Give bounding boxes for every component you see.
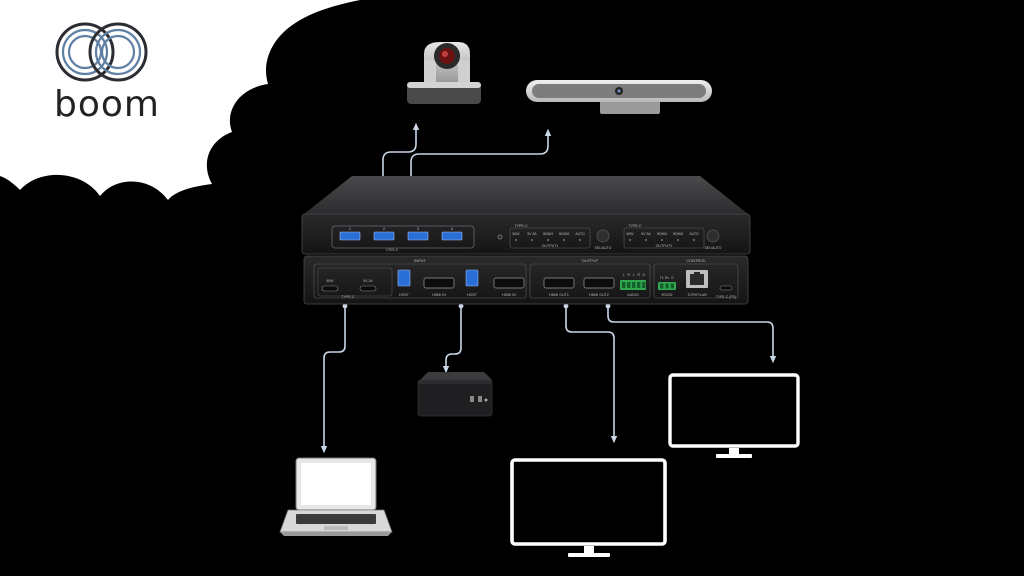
usb-section-label: USB-A xyxy=(386,247,399,252)
output2-led-label: HDMI2 xyxy=(673,232,684,236)
output1-led-label: HDMI2 xyxy=(559,232,570,236)
brand-wordmark: boom xyxy=(54,84,160,125)
output1-label: OUTPUT1 xyxy=(542,244,559,248)
rs232-pin-label: G xyxy=(671,276,674,280)
usb-port-number: 2 xyxy=(383,226,386,231)
cable-typec-laptop xyxy=(320,306,346,454)
output1-typec-group: TYPE-C xyxy=(514,224,528,228)
audio-pin-label: R xyxy=(637,273,640,277)
audio-pin-label: G xyxy=(642,273,645,277)
output-section-label: OUTPUT xyxy=(582,258,599,263)
output1-led-label: 60W xyxy=(513,232,521,236)
rs232-pin-label: Tx xyxy=(660,276,664,280)
cable-hdmiout1-display1 xyxy=(565,306,618,444)
rs232-port-label: RS232 xyxy=(662,293,673,297)
hdmi-out1-port-label: HDMI OUT1 xyxy=(549,293,569,297)
boom-logo-icon xyxy=(55,22,148,82)
usb-port-number: 4 xyxy=(451,226,454,231)
switch-front-unit: USB-A 1 2 3 4 TYPE-C 60W 5V 3A HDMI1 HDM… xyxy=(301,176,751,255)
usb-port-number: 1 xyxy=(349,226,352,231)
laptop xyxy=(279,457,393,536)
lan-port[interactable] xyxy=(686,270,708,288)
typec-port[interactable] xyxy=(359,285,377,292)
typec-port[interactable] xyxy=(321,285,339,292)
usb-host2-port[interactable] xyxy=(465,269,479,287)
power-typec-port[interactable] xyxy=(719,285,733,291)
video-bar xyxy=(526,80,712,114)
output1-led-label: HDMI1 xyxy=(543,232,554,236)
display-2 xyxy=(668,373,800,458)
hdmi-in2-port[interactable] xyxy=(493,277,525,289)
host1-port-label: HOST xyxy=(399,293,410,297)
output1-led-label: 5V 3A xyxy=(527,232,537,236)
output1-select-label: SEL/AUTO xyxy=(595,246,612,250)
output2-select-button[interactable] xyxy=(706,229,720,243)
typec-led-label: 60W xyxy=(327,279,335,283)
switch-rear-unit: INPUT OUTPUT CONTROL 60W 5V 3A TYPE-C HO… xyxy=(303,255,749,305)
lan-port-label: TCP/IP/LAN xyxy=(687,293,707,297)
cable-usb2-videobar xyxy=(410,128,552,210)
cable-host-minipc xyxy=(442,306,462,374)
hdmi-in2-port-label: HDMI IN xyxy=(502,293,516,297)
hdmi-in1-port-label: HDMI IN xyxy=(432,293,446,297)
cable-lines xyxy=(320,122,777,454)
mini-pc xyxy=(417,372,493,417)
cable-hdmiout2-display2 xyxy=(607,306,777,364)
rs232-pin-label: Rx xyxy=(665,276,669,280)
usb-port-group xyxy=(339,231,463,241)
output2-led-dots xyxy=(629,239,695,241)
hdmi-in1-port[interactable] xyxy=(423,277,455,289)
output2-select-label: SEL/AUTO xyxy=(705,246,722,250)
rs232-terminal-block[interactable] xyxy=(658,282,676,290)
usb-port-number: 3 xyxy=(417,226,420,231)
audio-terminal-block[interactable] xyxy=(620,280,646,290)
audio-pin-label: R xyxy=(627,273,630,277)
control-section-label: CONTROL xyxy=(686,258,706,263)
output1-led-dots xyxy=(515,239,581,241)
ptz-camera xyxy=(407,42,481,104)
audio-port-label: AUDIO xyxy=(627,293,639,297)
output2-led-label: HDMI1 xyxy=(657,232,668,236)
output2-led-label: 60W xyxy=(627,232,635,236)
hdmi-out2-port-label: HDMI OUT2 xyxy=(589,293,609,297)
usb-host1-port[interactable] xyxy=(397,269,411,287)
audio-pin-label: L xyxy=(633,273,635,277)
hdmi-out1-port[interactable] xyxy=(543,277,575,289)
host2-port-label: HOST xyxy=(467,293,478,297)
power-led-icon xyxy=(497,234,503,240)
output1-led-label: AUTO xyxy=(575,232,585,236)
typec-led-label: 5V 3A xyxy=(363,279,373,283)
output1-select-button[interactable] xyxy=(596,229,610,243)
audio-pin-label: L xyxy=(623,273,625,277)
typec-port-label: TYPE-C xyxy=(341,295,355,299)
output2-typec-group: TYPE-C xyxy=(628,224,642,228)
output2-led-label: 5V 3A xyxy=(641,232,651,236)
hdmi-out2-port[interactable] xyxy=(583,277,615,289)
power-port-label: TYPE-C (PD) xyxy=(716,295,736,299)
output2-led-label: AUTO xyxy=(689,232,699,236)
cable-usb1-camera xyxy=(382,122,420,210)
display-1 xyxy=(510,458,667,557)
input-section-label: INPUT xyxy=(414,258,427,263)
output2-label: OUTPUT2 xyxy=(656,244,673,248)
